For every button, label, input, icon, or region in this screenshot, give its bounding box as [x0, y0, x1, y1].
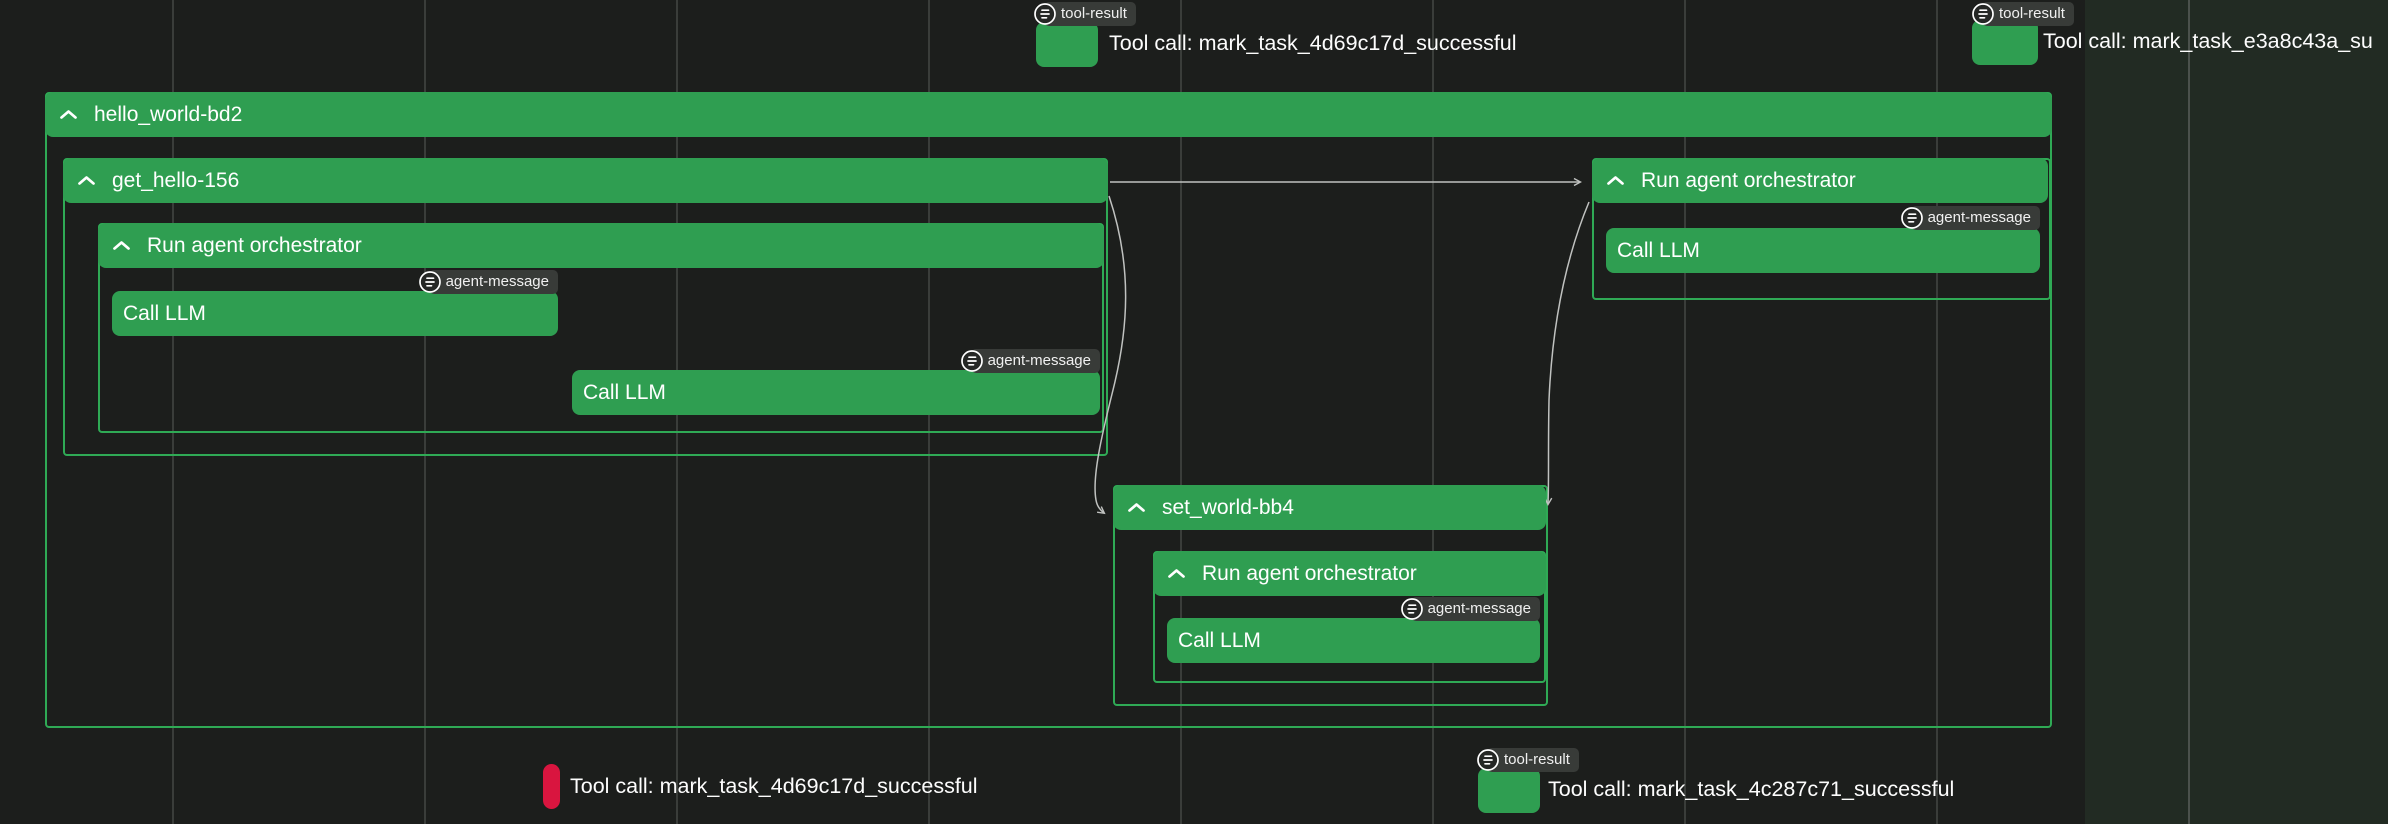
- tool-result-badge[interactable]: tool-result: [1033, 2, 1136, 26]
- tool-call-text: Tool call: mark_task_4d69c17d_successful: [570, 774, 978, 798]
- badge-label: agent-message: [970, 349, 1100, 373]
- message-lines-icon: [1900, 206, 1924, 230]
- span-header-set-world[interactable]: set_world-bb4: [1113, 485, 1546, 530]
- chevron-up-icon[interactable]: [1606, 175, 1625, 186]
- message-lines-icon: [1033, 2, 1057, 26]
- tool-call-text: Tool call: mark_task_4c287c71_successful: [1548, 777, 1955, 801]
- tool-result-badge[interactable]: tool-result: [1971, 2, 2074, 26]
- badge-label: tool-result: [1487, 748, 1579, 772]
- agent-message-badge[interactable]: agent-message: [1400, 597, 1540, 621]
- span-call-llm-1[interactable]: Call LLM: [112, 291, 558, 336]
- span-label: Run agent orchestrator: [147, 233, 362, 257]
- span-header-orchestrator-setworld[interactable]: Run agent orchestrator: [1153, 551, 1546, 596]
- span-call-llm-3[interactable]: Call LLM: [1606, 228, 2040, 273]
- tool-call-marker[interactable]: [1036, 22, 1098, 67]
- chevron-up-icon[interactable]: [59, 109, 78, 120]
- span-header-orchestrator-left[interactable]: Run agent orchestrator: [98, 223, 1104, 268]
- gridline: [1180, 0, 1182, 824]
- message-lines-icon: [960, 349, 984, 373]
- span-call-llm-4[interactable]: Call LLM: [1167, 618, 1540, 663]
- gridline: [424, 0, 426, 824]
- span-header-get-hello[interactable]: get_hello-156: [63, 158, 1108, 203]
- span-header-orchestrator-right[interactable]: Run agent orchestrator: [1592, 158, 2048, 203]
- span-header-hello-world[interactable]: hello_world-bd2: [45, 92, 2052, 137]
- span-label: Call LLM: [123, 301, 206, 325]
- chevron-up-icon[interactable]: [1127, 502, 1146, 513]
- gridline: [172, 0, 174, 824]
- tool-call-marker[interactable]: [1478, 768, 1540, 813]
- agent-message-badge[interactable]: agent-message: [960, 349, 1100, 373]
- timeline-right-band: [2085, 0, 2388, 824]
- span-call-llm-2[interactable]: Call LLM: [572, 370, 1100, 415]
- message-lines-icon: [1971, 2, 1995, 26]
- tool-call-text: Tool call: mark_task_e3a8c43a_su: [2043, 29, 2373, 53]
- span-label: Run agent orchestrator: [1641, 168, 1856, 192]
- badge-label: tool-result: [1982, 2, 2074, 26]
- message-lines-icon: [1400, 597, 1424, 621]
- badge-label: agent-message: [428, 270, 558, 294]
- badge-label: agent-message: [1910, 206, 2040, 230]
- gridline: [1684, 0, 1686, 824]
- tool-result-badge[interactable]: tool-result: [1476, 748, 1579, 772]
- span-label: Run agent orchestrator: [1202, 561, 1417, 585]
- chevron-up-icon[interactable]: [77, 175, 96, 186]
- span-label: get_hello-156: [112, 168, 240, 192]
- badge-label: tool-result: [1044, 2, 1136, 26]
- badge-label: agent-message: [1410, 597, 1540, 621]
- chevron-up-icon[interactable]: [1167, 568, 1186, 579]
- tool-call-error-marker[interactable]: [543, 764, 560, 809]
- tool-call-text: Tool call: mark_task_4d69c17d_successful: [1109, 31, 1517, 55]
- gridline: [2188, 0, 2190, 824]
- message-lines-icon: [1476, 748, 1500, 772]
- gridline: [1432, 0, 1434, 824]
- span-label: Call LLM: [1617, 238, 1700, 262]
- gridline: [1936, 0, 1938, 824]
- span-label: set_world-bb4: [1162, 495, 1294, 519]
- span-label: Call LLM: [583, 380, 666, 404]
- tool-call-marker[interactable]: [1972, 20, 2038, 65]
- agent-message-badge[interactable]: agent-message: [1900, 206, 2040, 230]
- span-label: Call LLM: [1178, 628, 1261, 652]
- span-label: hello_world-bd2: [94, 102, 243, 126]
- chevron-up-icon[interactable]: [112, 240, 131, 251]
- message-lines-icon: [418, 270, 442, 294]
- agent-message-badge[interactable]: agent-message: [418, 270, 558, 294]
